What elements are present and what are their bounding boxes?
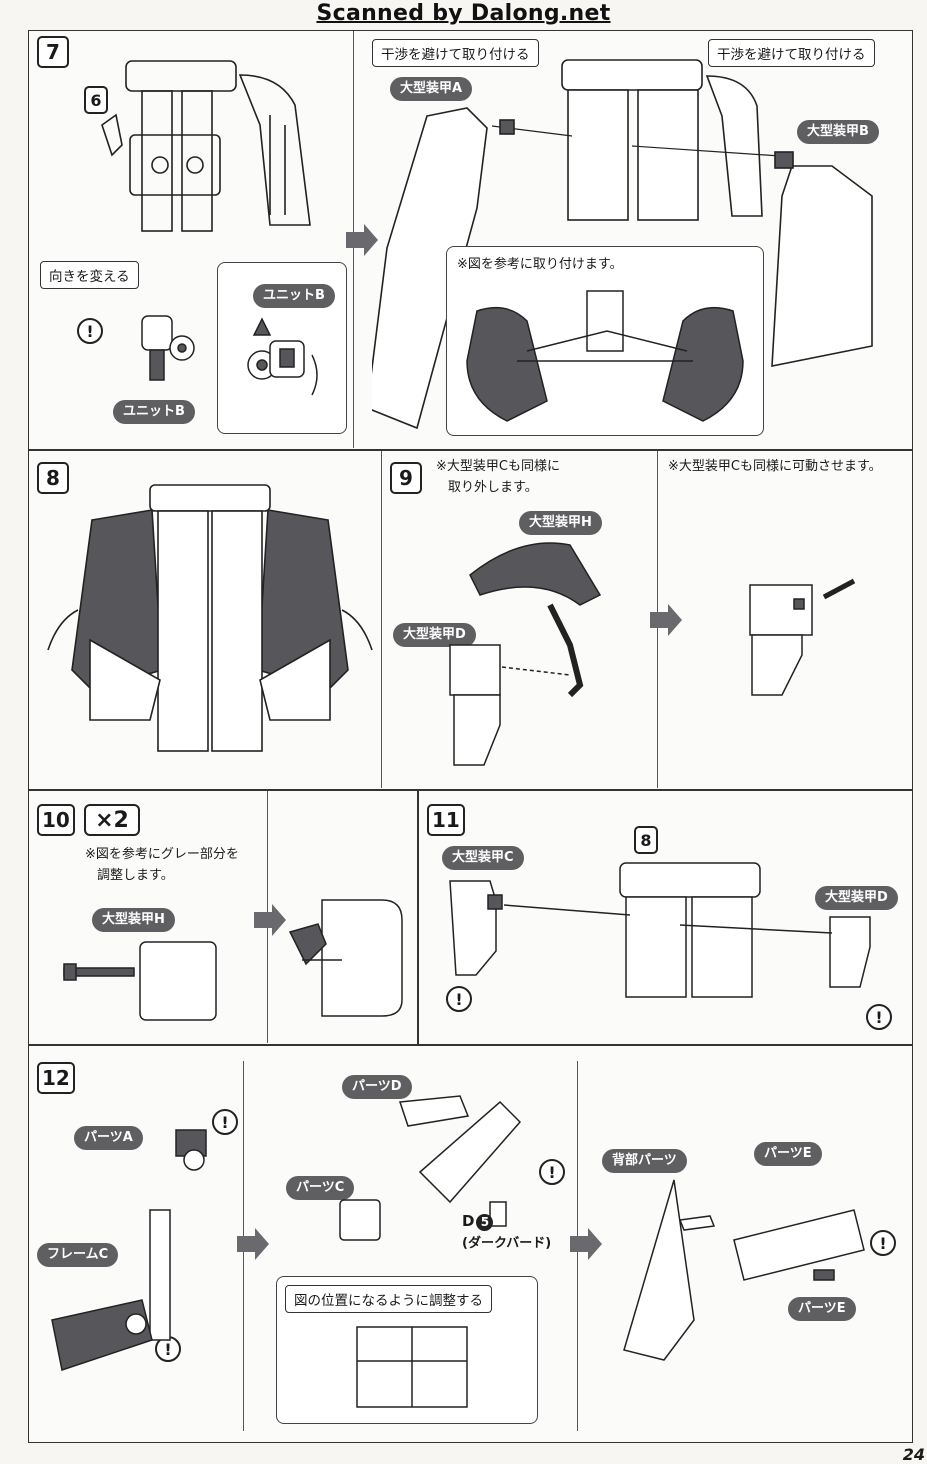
step-8-9-divider: [381, 451, 382, 788]
step-12-part-cd-illustration: [330, 1082, 540, 1252]
step-12-adjust-inset: 図の位置になるように調整する: [276, 1276, 538, 1424]
page-number: 24: [902, 1445, 925, 1464]
step-7-reference-illustration: [457, 281, 753, 431]
step-7-unit-b-part: [130, 310, 200, 390]
step-11-warning-right: !: [866, 1004, 892, 1030]
step-9-note-left-2: 取り外します。: [448, 480, 538, 495]
step-11-armor-c-label: 大型装甲C: [442, 846, 524, 870]
step-7-reference-inset: ※図を参考に取り付けます。: [446, 246, 764, 436]
step-10-number: 10: [37, 804, 75, 836]
step-12-adjust-note: 図の位置になるように調整する: [285, 1285, 492, 1313]
step-12-part-a-frame-illustration: [40, 1110, 220, 1390]
step-7-armor-assembly-illustration: [372, 56, 892, 436]
step-12-warning-right: !: [870, 1230, 896, 1256]
step-9-armor-d-label: 大型装甲D: [393, 623, 476, 647]
step-7-reference-note: ※図を参考に取り付けます。: [457, 257, 623, 272]
step-12-adjust-illustration: [337, 1321, 487, 1417]
step-12-part-c-label: パーツC: [286, 1176, 355, 1200]
step-11-warning-left: !: [446, 986, 472, 1012]
step-7-avoid-note-left: 干渉を避けて取り付ける: [372, 39, 539, 67]
step-12-runner-name: (ダークバード): [462, 1236, 552, 1251]
step-12-flow-arrow-1: [235, 1226, 271, 1262]
step-11-number: 11: [427, 804, 465, 836]
step-10-armor-h-part: [58, 936, 228, 1026]
step-10-note-2: 調整します。: [97, 868, 174, 883]
step-7-ref-6: 6: [84, 86, 108, 114]
step-9-flow-arrow: [648, 602, 684, 638]
step-11-armor-d-label: 大型装甲D: [815, 886, 898, 910]
step-11-illustration: [440, 855, 880, 1030]
step-7-unit-b-label-bottom: ユニットB: [113, 400, 195, 424]
step-10-armor-adjusted: [282, 890, 410, 1020]
step-8-number: 8: [37, 462, 69, 494]
step-7-number: 7: [37, 36, 69, 68]
step-11-ref-8: 8: [634, 826, 658, 854]
step-7-unit-b-detail: [232, 305, 332, 415]
step-12-runner-number: 5: [476, 1214, 494, 1231]
scan-watermark: Scanned by Dalong.net: [316, 1, 611, 26]
step-12-warning-middle: !: [539, 1159, 565, 1185]
step-12-part-e-top-label: パーツE: [754, 1142, 822, 1166]
step-7-armor-b-label: 大型装甲B: [797, 120, 879, 144]
step-12-back-parts-illustration: [604, 1160, 874, 1380]
step-8-illustration: [40, 480, 380, 770]
step-10-note-1: ※図を参考にグレー部分を: [85, 847, 239, 862]
step-12-warning-part-a: !: [212, 1109, 238, 1135]
step-12-back-parts-label: 背部パーツ: [602, 1149, 687, 1173]
step-10-multiplier: ×2: [84, 804, 140, 836]
step-12-part-a-label: パーツA: [74, 1126, 143, 1150]
step-7-direction-note: 向きを変える: [40, 261, 139, 289]
step-12-flow-arrow-2: [568, 1226, 604, 1262]
step-9-number: 9: [390, 462, 422, 494]
step-7-unit-b-label-top: ユニットB: [253, 284, 335, 308]
step-9-armor-h-label: 大型装甲H: [519, 511, 602, 535]
step-7-torso-illustration: [90, 55, 330, 235]
step-7-flow-arrow: [344, 222, 380, 258]
step-12-frame-c-label: フレームC: [37, 1243, 119, 1267]
step-9-armor-rotated-illustration: [742, 575, 862, 705]
step-10-flow-arrow: [252, 902, 288, 938]
step-7-armor-a-label: 大型装甲A: [390, 77, 473, 101]
step-12-part-d-label: パーツD: [342, 1075, 412, 1099]
step-12-number: 12: [37, 1062, 75, 1094]
step-9-note-right: ※大型装甲Cも同様に可動させます。: [668, 459, 882, 474]
step-7-avoid-note-right: 干渉を避けて取り付ける: [708, 39, 875, 67]
step-10-armor-h-label: 大型装甲H: [92, 908, 175, 932]
step-9-armor-removal-illustration: [440, 535, 640, 775]
step-12-part-e-bottom-label: パーツE: [788, 1297, 856, 1321]
step-12-runner-letter: D: [462, 1212, 475, 1230]
step-9-note-left-1: ※大型装甲Cも同様に: [436, 459, 560, 474]
step-7-warning-icon: !: [77, 318, 103, 344]
